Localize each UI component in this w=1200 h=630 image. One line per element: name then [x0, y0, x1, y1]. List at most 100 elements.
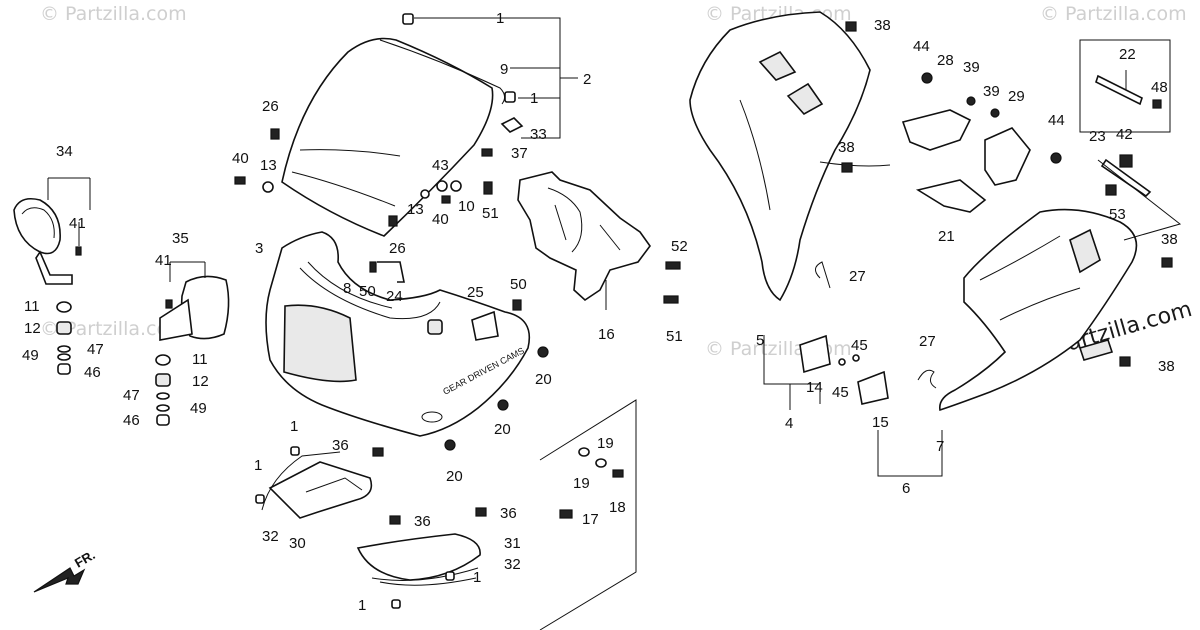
bolt-51-lower: [663, 295, 679, 304]
callout-31: 31: [504, 535, 521, 552]
clip-1-lower-d: [391, 599, 401, 609]
panel-14: [799, 334, 831, 374]
callout-47: 47: [123, 387, 140, 404]
mirror-right-stem: [159, 298, 193, 341]
watermark-text: © Partzilla.com: [1040, 3, 1187, 25]
callout-39: 39: [983, 83, 1000, 100]
cushion-12-right: [155, 373, 171, 387]
washer-47-right: [156, 392, 170, 400]
callout-38: 38: [1161, 231, 1178, 248]
callout-38: 38: [874, 17, 891, 34]
cowl-stay-assembly: [517, 171, 681, 304]
callout-46: 46: [84, 364, 101, 381]
callout-50: 50: [359, 283, 376, 300]
bolt-38-lower: [1119, 356, 1131, 367]
nut-53: [1105, 184, 1117, 196]
screw-40-right: [441, 195, 451, 204]
side-cowl-middle-assembly: [689, 11, 937, 405]
windscreen-assembly: [234, 13, 524, 237]
callout-41: 41: [69, 215, 86, 232]
callout-28: 28: [937, 52, 954, 69]
callout-39: 39: [963, 59, 980, 76]
callout-labels: 1 2 9 1 33 37 26 40 13 43 13 40 10 51 34…: [22, 10, 1178, 614]
bolt-44-top: [921, 72, 933, 84]
clip-1-side: [504, 91, 516, 103]
screw-36-a: [372, 447, 384, 457]
callout-32: 32: [504, 556, 521, 573]
leader-34: [47, 177, 91, 246]
callout-48: 48: [1151, 79, 1168, 96]
bolt-20-a: [537, 346, 549, 358]
callout-24: 24: [386, 288, 403, 305]
callout-3: 3: [255, 240, 263, 257]
callout-21: 21: [938, 228, 955, 245]
callout-44: 44: [913, 38, 930, 55]
clip-1-lower-b: [255, 494, 265, 504]
lower-cowl-tab: [1078, 339, 1114, 361]
callout-22: 22: [1119, 46, 1136, 63]
middle-cowl-detail: [739, 99, 891, 211]
clip-1-lower-c: [445, 571, 455, 581]
watermark-text: © Partzilla.com: [40, 318, 187, 340]
screw-41-left: [75, 246, 82, 256]
clip-45-b: [838, 358, 846, 366]
bolt-52: [665, 261, 681, 270]
bracket-21: [915, 179, 987, 213]
cowl-grommet: [427, 319, 443, 335]
callout-2: 2: [583, 71, 591, 88]
inner-panel-30: [268, 461, 373, 519]
grommet-13-right: [420, 189, 430, 199]
inner-panel-30-detail: [305, 477, 363, 493]
right-brackets: [841, 21, 1062, 213]
callout-26: 26: [262, 98, 279, 115]
bolt-50-right: [512, 299, 522, 311]
callout-5: 5: [756, 332, 764, 349]
callout-20: 20: [535, 371, 552, 388]
screw-41-right: [165, 299, 173, 309]
callout-53: 53: [1109, 206, 1126, 223]
callout-1: 1: [473, 569, 481, 586]
lower-cowl-7: [938, 208, 1138, 412]
callout-17: 17: [582, 511, 599, 528]
callout-33: 33: [530, 126, 547, 143]
nut-48: [1152, 99, 1162, 109]
callout-46: 46: [123, 412, 140, 429]
callout-35: 35: [172, 230, 189, 247]
callout-36: 36: [332, 437, 349, 454]
callout-20: 20: [446, 468, 463, 485]
lower-cowl-assembly: [938, 208, 1173, 412]
grommet-13-left: [262, 181, 274, 193]
cowl-inner-edge: [307, 261, 393, 309]
callout-1: 1: [290, 418, 298, 435]
washer-19-b: [595, 458, 607, 468]
bolt-20-b: [497, 399, 509, 411]
callout-42: 42: [1116, 126, 1133, 143]
callout-6: 6: [902, 480, 910, 497]
mirror-left-glass: [21, 207, 55, 239]
callout-40: 40: [232, 150, 249, 167]
callout-1: 1: [530, 90, 538, 107]
callout-9: 9: [500, 61, 508, 78]
callout-14: 14: [806, 379, 823, 396]
callout-19: 19: [597, 435, 614, 452]
washer-19-a: [578, 447, 590, 457]
windscreen: [281, 37, 494, 237]
callout-38: 38: [838, 139, 855, 156]
clip-1-lower-a: [290, 446, 300, 456]
callout-20: 20: [494, 421, 511, 438]
seal-33: [500, 117, 524, 133]
clip-27-lower: [917, 369, 937, 389]
cowl-inner-trim-8: [299, 267, 441, 320]
headlight-opening: [283, 304, 357, 383]
front-arrow-icon: [33, 567, 86, 593]
screw-37: [481, 148, 493, 157]
screw-39-a: [966, 96, 976, 106]
callout-12: 12: [24, 320, 41, 337]
mirror-left-stem: [35, 250, 73, 285]
shaft-22-frame: [1079, 39, 1171, 133]
bolt-38-top: [845, 21, 857, 32]
callout-38: 38: [1158, 358, 1175, 375]
panel-15: [857, 370, 889, 405]
callout-18: 18: [609, 499, 626, 516]
